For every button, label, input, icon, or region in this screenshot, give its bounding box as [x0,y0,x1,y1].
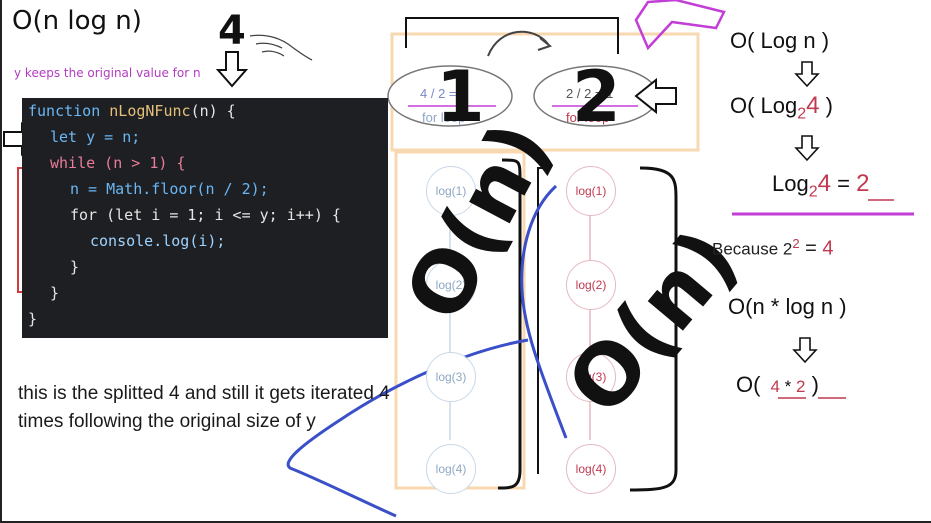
page-title: O(n log n) [12,6,142,36]
code-line-9: } [28,310,38,328]
right-node-4: log(4) [566,444,616,494]
derivation-step-3: Log24 = 2 [772,170,870,201]
right-split-bottom: for loop [566,110,610,125]
code-line-4: n = Math.floor(n / 2); [70,180,269,198]
left-node-1: log(1) [426,166,476,216]
pen-stroke [520,184,568,439]
derivation-step-4: O(n * log n ) [728,294,847,319]
left-arrow-icon [634,77,677,115]
derivation-step-2: O( Log24 ) [730,92,833,123]
right-node-1: log(1) [566,166,616,216]
because-line: Because 22 = 4 [712,236,834,260]
right-node-2: log(2) [566,260,616,310]
handwritten-note: y keeps the original value for n [14,66,201,80]
magenta-arrow-icon [634,0,726,51]
code-block: function nLogNFunc(n) { let y = n; while… [22,98,388,338]
derivation-step-5: O(4 * 2 ) [736,372,819,397]
code-line-7: } [70,258,80,276]
input-value-label: 4 [218,8,246,54]
derivation-arrow-icon [792,61,820,364]
pointing-hand-icon [249,34,313,61]
code-line-1: function nLogNFunc(n) { [28,102,236,120]
derivation-step-1: O( Log n ) [730,28,830,53]
code-line-3: while (n > 1) { [50,154,186,172]
split-label-2: 2 [572,56,621,138]
left-node-3: log(3) [426,352,476,402]
code-line-5: for (let i = 1; i <= y; i++) { [70,206,341,224]
split-label-1: 1 [436,56,485,138]
explanation-text: this is the splitted 4 and still it gets… [18,383,390,432]
left-split-top: 4 / 2 = 2 [420,86,468,101]
right-split-top: 2 / 2 = 1 [566,86,614,101]
down-arrow-icon [215,51,249,88]
code-line-2: let y = n; [50,128,141,146]
curved-arrow-icon [487,30,549,57]
left-node-4: log(4) [426,444,476,494]
right-node-3: log(3) [566,352,616,402]
left-node-2: log(2) [426,260,476,310]
code-line-8: } [50,284,60,302]
code-line-6: console.log(i); [90,232,226,250]
left-split-bottom: for loop [422,110,466,125]
